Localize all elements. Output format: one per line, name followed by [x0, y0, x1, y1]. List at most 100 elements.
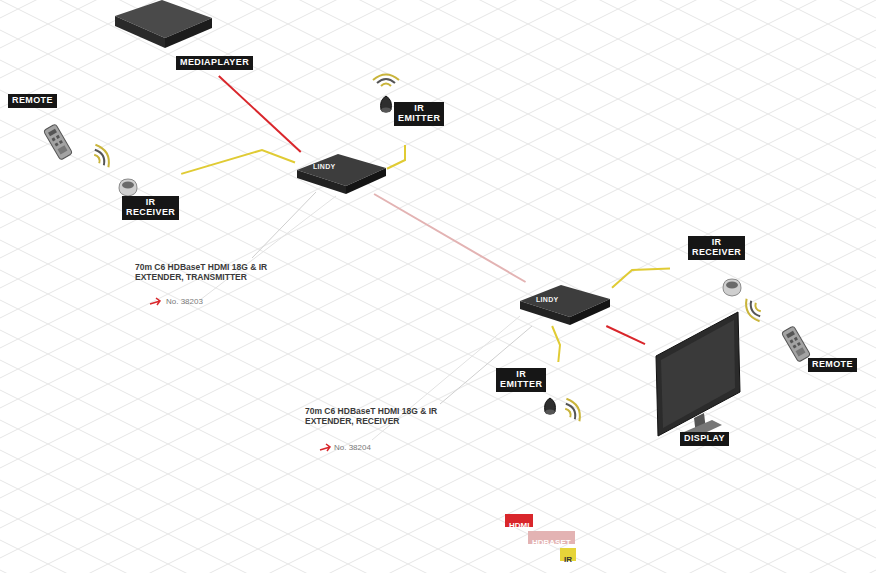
receiver-box — [520, 285, 610, 325]
grid-line — [0, 0, 876, 168]
grid-line — [0, 0, 876, 348]
product-name: 70m C6 HDBaseT HDMI 18G & IR EXTENDER, R… — [305, 406, 475, 426]
cable — [606, 326, 645, 344]
brand-mark: LINDY — [313, 163, 336, 171]
grid-line — [0, 150, 876, 573]
remote-control — [781, 326, 810, 362]
device-label: REMOTE — [808, 358, 857, 372]
grid-line — [0, 540, 876, 573]
device-label: IR RECEIVER — [122, 196, 179, 220]
ir-waves — [90, 142, 113, 170]
brand-mark: LINDY — [536, 296, 559, 304]
ir-emitter — [545, 398, 556, 415]
grid-line — [0, 60, 876, 498]
grid-line — [0, 60, 876, 498]
grid-line — [0, 570, 876, 573]
grid-line — [0, 0, 876, 48]
cable — [374, 194, 525, 282]
grid-line — [0, 0, 876, 348]
device-node: DISPLAY — [645, 308, 745, 448]
grid-line — [0, 510, 876, 573]
grid-line — [0, 180, 876, 573]
article-number: No. 38204 — [334, 443, 414, 453]
transmitter-box — [297, 154, 386, 194]
device-node: REMOTE — [778, 320, 870, 380]
legend-swatch: HDBASET — [528, 531, 575, 544]
legend-text: HDMI — [509, 521, 529, 530]
ir-emitter — [381, 96, 392, 113]
device-node: IR RECEIVER — [670, 232, 755, 302]
grid-line — [0, 120, 876, 558]
display-monitor — [656, 312, 740, 438]
grid-line — [0, 0, 876, 168]
grid-line — [0, 420, 876, 573]
pointer-arrow — [320, 444, 330, 451]
device-label: MEDIAPLAYER — [176, 56, 253, 70]
grid-line — [0, 420, 876, 573]
device-node: MEDIAPLAYER — [112, 0, 255, 76]
pointer-arrow — [150, 298, 160, 305]
ir-receiver — [119, 179, 137, 196]
leader-line — [440, 326, 532, 404]
grid-line — [0, 570, 876, 573]
grid-line — [0, 0, 876, 288]
cable — [552, 326, 560, 362]
legend-text: HDBASET — [532, 538, 571, 547]
grid-line — [0, 450, 876, 573]
device-label: IR RECEIVER — [688, 236, 745, 260]
grid-line — [0, 90, 876, 528]
grid-line — [0, 540, 876, 573]
leader-line — [252, 192, 316, 258]
grid-line — [0, 0, 876, 288]
device-node: IR RECEIVER — [108, 170, 181, 230]
grid-line — [0, 240, 876, 573]
legend-text: IR — [564, 555, 572, 564]
grid-line — [0, 0, 876, 228]
extender-box: LINDY — [295, 152, 387, 194]
grid-line — [0, 450, 876, 573]
device-label: IR EMITTER — [496, 368, 546, 392]
grid-line — [0, 240, 876, 573]
grid-line — [0, 30, 876, 468]
grid-line — [0, 0, 876, 108]
grid-line — [0, 180, 876, 573]
grid-line — [0, 0, 876, 438]
grid-line — [0, 510, 876, 573]
grid-line — [0, 330, 876, 573]
grid-line — [0, 0, 876, 48]
ir-receiver — [723, 279, 741, 296]
grid-line — [0, 360, 876, 573]
legend-swatch: IR — [560, 548, 576, 561]
grid-line — [0, 270, 876, 573]
product-name: 70m C6 HDBaseT HDMI 18G & IR EXTENDER, T… — [135, 262, 285, 282]
extender-box: LINDY — [518, 282, 612, 326]
grid-line — [0, 30, 876, 468]
grid-line — [0, 0, 876, 438]
grid-line — [0, 330, 876, 573]
remote-control — [43, 124, 72, 160]
device-node: IR EMITTER — [372, 70, 446, 145]
article-number: No. 38203 — [166, 297, 246, 307]
cable — [612, 269, 670, 288]
cable — [219, 76, 301, 152]
grid-line — [0, 0, 876, 408]
grid-line — [0, 120, 876, 558]
device-label: DISPLAY — [680, 432, 729, 446]
grid-line — [0, 0, 876, 408]
legend-swatch: HDMI — [505, 514, 533, 527]
grid-line — [0, 360, 876, 573]
grid-line — [0, 90, 876, 528]
mediaplayer-box — [115, 0, 212, 48]
grid-line — [0, 0, 876, 228]
cable — [387, 145, 405, 169]
ir-waves — [742, 296, 765, 324]
grid-line — [0, 0, 876, 108]
grid-line — [0, 300, 876, 573]
leader-line — [200, 196, 336, 300]
grid-line — [0, 480, 876, 573]
device-node: IR EMITTER — [490, 362, 580, 427]
grid-line — [0, 270, 876, 573]
